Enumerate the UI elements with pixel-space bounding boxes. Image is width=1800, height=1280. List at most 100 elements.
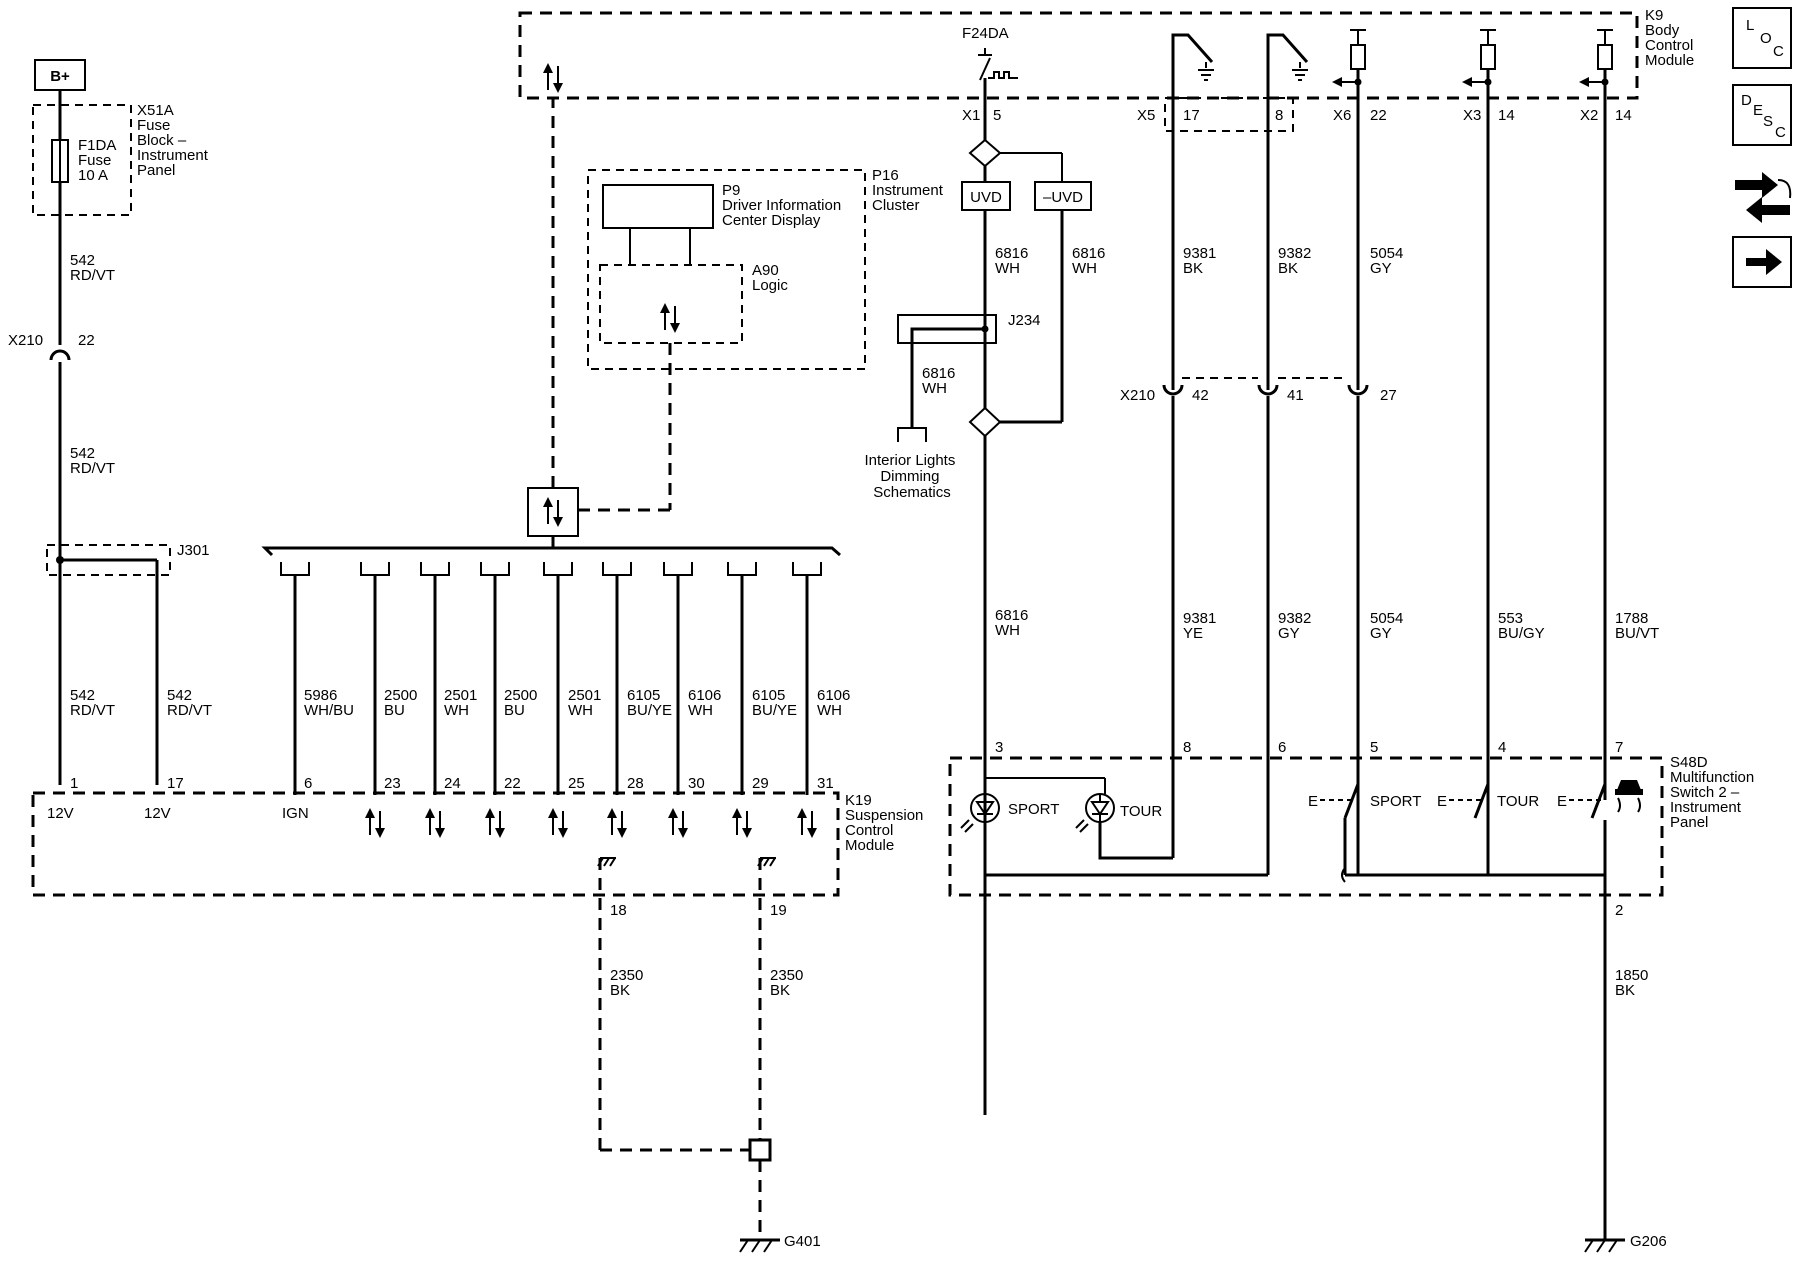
x210-pin27: 27 (1380, 387, 1397, 404)
x3-pin: 14 (1498, 107, 1515, 124)
bidirectional-data-icon (547, 807, 569, 839)
loc-button[interactable]: L O C (1732, 7, 1792, 69)
svg-text:29: 29 (752, 775, 769, 792)
bidirectional-data-icon (424, 807, 446, 839)
splice-j301-label: J301 (177, 542, 210, 559)
fuse-block-box (32, 104, 132, 216)
bus-tap (543, 562, 573, 576)
svg-text:30: 30 (688, 775, 705, 792)
lamp-return-diamond-icon (968, 406, 1002, 438)
svg-text:12V: 12V (47, 805, 74, 822)
x2-pin: 14 (1615, 107, 1632, 124)
k9-label: K9 Body Control Module (1645, 7, 1698, 69)
s48d-pin-numbers: 3 8 6 5 4 7 2 (995, 739, 1623, 919)
x5-label: X5 (1137, 107, 1155, 124)
traction-control-icon (1615, 780, 1643, 813)
s48d-switches: E SPORT E TOUR E (1308, 783, 1607, 875)
x1-pin: 5 (993, 107, 1001, 124)
s48d-switch-box (948, 756, 1664, 897)
svg-text:O: O (1760, 30, 1772, 47)
desc-button[interactable]: D E S C (1732, 84, 1792, 146)
f24da-driver-icon (978, 48, 1018, 81)
a90-label: A90 Logic (752, 262, 788, 294)
x3-label: X3 (1463, 107, 1481, 124)
svg-text:IGN: IGN (282, 805, 309, 822)
x5-connector-box (1164, 97, 1294, 132)
bus-tap (727, 562, 757, 576)
k9-data-arrow-icon (542, 62, 564, 94)
uvd-label: UVD (970, 189, 1002, 206)
svg-text:E: E (1557, 793, 1567, 810)
p9-label: P9 Driver Information Center Display (722, 182, 845, 229)
x210-label-left: X210 (8, 332, 43, 349)
neg-uvd-label: –UVD (1043, 189, 1083, 206)
connector-x210-right-icon (1162, 384, 1369, 396)
p9-display-box (602, 184, 714, 229)
svg-text:SPORT: SPORT (1370, 793, 1421, 810)
ground-splice-icon (748, 1138, 772, 1162)
bidirectional-data-icon (731, 807, 753, 839)
k9-pullup-inputs (1332, 29, 1613, 875)
svg-text:31: 31 (817, 775, 834, 792)
bidirectional-data-icon (606, 807, 628, 839)
interior-lights-ref-icon (897, 427, 927, 442)
svg-text:4: 4 (1498, 739, 1506, 756)
tour-indicator-icon (1075, 793, 1115, 833)
k9-module-box (518, 11, 1639, 100)
bus-tap (602, 562, 632, 576)
svg-text:17: 17 (167, 775, 184, 792)
interior-lights-label: Interior Lights Dimming Schematics (864, 452, 959, 501)
ground-g401-icon (738, 1238, 782, 1254)
s48d-label: S48D Multifunction Switch 2 – Instrument… (1670, 754, 1758, 831)
right-arrow-icon (1746, 249, 1782, 275)
svg-text:C: C (1773, 43, 1784, 60)
serial-data-bus (261, 546, 841, 557)
ground-g401-label: G401 (784, 1233, 821, 1250)
wire-542-label-mid: 542 RD/VT (70, 445, 115, 477)
svg-text:D: D (1741, 92, 1752, 109)
a90-logic-box (599, 264, 743, 344)
bidirectional-data-icon (796, 807, 818, 839)
svg-text:C: C (1775, 124, 1786, 141)
svg-text:25: 25 (568, 775, 585, 792)
k19-pin-numbers: 1 17 6 23 24 22 25 28 30 29 31 (70, 775, 834, 792)
x6-label: X6 (1333, 107, 1351, 124)
connector-end-view-icon[interactable] (1735, 172, 1792, 223)
fuse-label: F1DA Fuse 10 A (78, 137, 120, 184)
svg-text:2: 2 (1615, 902, 1623, 919)
bplus-label: B+ (50, 68, 70, 85)
p16-label: P16 Instrument Cluster (872, 167, 947, 214)
svg-text:5: 5 (1370, 739, 1378, 756)
bus-tap (420, 562, 450, 576)
ground-g206-label: G206 (1630, 1233, 1667, 1250)
k9-low-side-switches (1171, 33, 1309, 390)
tour-indicator-label: TOUR (1120, 803, 1162, 820)
svg-text:E: E (1753, 102, 1763, 119)
svg-text:8: 8 (1183, 739, 1191, 756)
x210-label-right: X210 (1120, 387, 1155, 404)
next-page-button[interactable] (1732, 236, 1792, 288)
x210-pin42: 42 (1192, 387, 1209, 404)
svg-text:L: L (1746, 17, 1754, 34)
bus-tap (792, 562, 822, 576)
svg-text:TOUR: TOUR (1497, 793, 1539, 810)
svg-text:6: 6 (304, 775, 312, 792)
